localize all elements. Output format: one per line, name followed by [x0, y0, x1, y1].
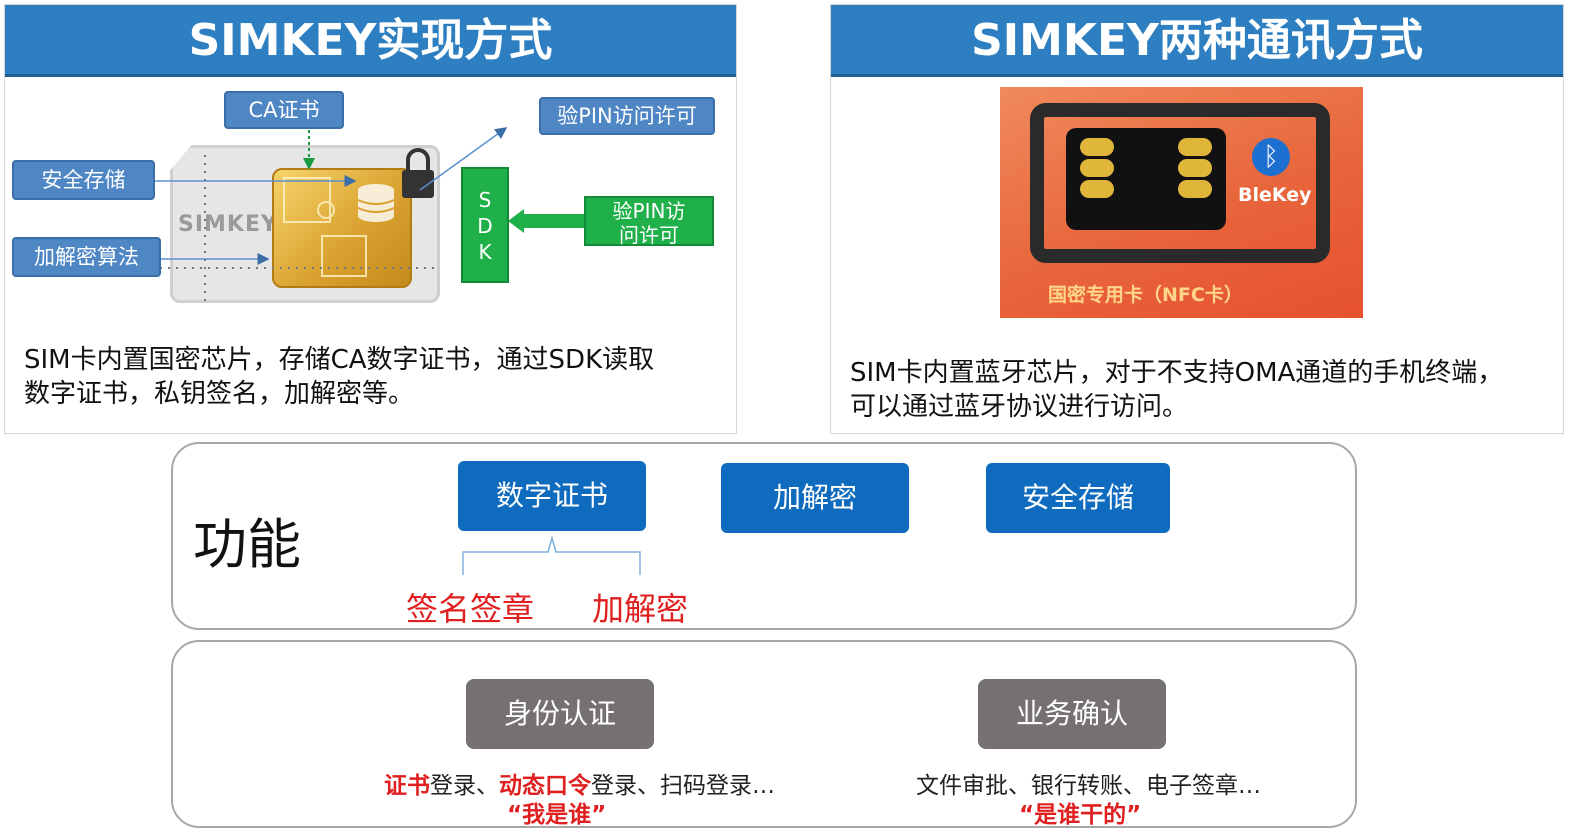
label-pin-access-green: 验PIN访 问许可 [584, 196, 714, 247]
panel-title-implementation: SIMKEY实现方式 [5, 5, 736, 77]
implementation-description: SIM卡内置国密芯片，存储CA数字证书，通过SDK读取 数字证书，私钥签名，加解… [24, 343, 654, 411]
auth-usage-otp: 动态口令 [499, 773, 591, 799]
chip-pad [1178, 159, 1212, 177]
padlock-icon [402, 148, 434, 198]
nfc-card-caption: 国密专用卡（NFC卡） [1048, 284, 1243, 306]
use-identity-auth: 身份认证 [466, 679, 654, 749]
sub-label-signature: 签名签章 [406, 590, 535, 628]
sim-card-text: SIMKEY [178, 212, 278, 237]
confirm-usage-text: 文件审批、银行转账、电子签章… [916, 773, 1261, 799]
function-encryption: 加解密 [721, 463, 909, 533]
use-business-confirm: 业务确认 [978, 679, 1166, 749]
sub-label-encryption: 加解密 [592, 590, 689, 628]
label-pin-access: 验PIN访问许可 [539, 97, 715, 135]
function-secure-storage: 安全存储 [986, 463, 1170, 533]
auth-usage-cert: 证书 [384, 773, 430, 799]
label-crypto-algorithm: 加解密算法 [12, 237, 161, 277]
implementation-description-line-2: 数字证书，私钥签名，加解密等。 [24, 379, 415, 409]
functions-title: 功能 [193, 513, 301, 576]
label-ca-cert: CA证书 [224, 91, 344, 129]
nfc-card-chip [1066, 128, 1226, 230]
sdk-letter-s: S [478, 188, 492, 212]
label-pin-access-green-line-1: 验PIN访 [612, 199, 686, 223]
nfc-card-frame [1030, 103, 1330, 263]
label-secure-storage: 安全存储 [12, 160, 155, 200]
bluetooth-icon: ᛒ [1252, 138, 1290, 176]
chip-pad [1178, 138, 1212, 156]
confirm-quote: “是谁干的” [1019, 802, 1142, 828]
sdk-box: S D K [461, 167, 509, 283]
chip-pad [1080, 138, 1114, 156]
auth-quote: “我是谁” [507, 802, 607, 828]
blekey-text: BleKey [1238, 184, 1312, 206]
communication-description-line-2: 可以通过蓝牙协议进行访问。 [850, 392, 1189, 422]
function-digital-certificate: 数字证书 [458, 461, 646, 531]
chip-pad [1178, 180, 1212, 198]
auth-usage-text: 证书登录、动态口令登录、扫码登录… [384, 766, 775, 800]
sdk-letter-d: D [477, 214, 493, 238]
panel-title-communication: SIMKEY两种通讯方式 [831, 5, 1563, 77]
chip-pad [1080, 180, 1114, 198]
label-pin-access-green-line-2: 问许可 [619, 223, 679, 247]
sdk-letter-k: K [478, 240, 492, 264]
communication-description: SIM卡内置蓝牙芯片，对于不支持OMA通道的手机终端， 可以通过蓝牙协议进行访问… [850, 356, 1503, 424]
chip-details [283, 177, 395, 277]
communication-description-line-1: SIM卡内置蓝牙芯片，对于不支持OMA通道的手机终端， [850, 358, 1504, 388]
auth-usage-login: 登录、 [430, 773, 499, 799]
implementation-description-line-1: SIM卡内置国密芯片，存储CA数字证书，通过SDK读取 [24, 345, 655, 375]
chip-pad [1080, 159, 1114, 177]
auth-usage-rest: 登录、扫码登录… [591, 773, 775, 799]
